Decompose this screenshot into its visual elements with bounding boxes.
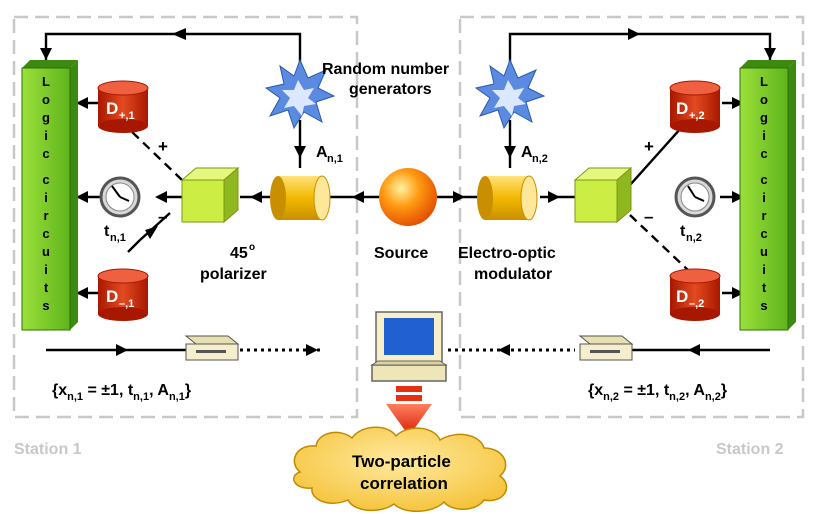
- polarizer-cube-2: [573, 166, 633, 224]
- polarizer-deg: o: [249, 242, 255, 253]
- logic-circuits-letter: u: [760, 244, 768, 259]
- svg-text:D: D: [106, 287, 118, 306]
- t-n1-label: t: [104, 223, 110, 240]
- detector-plus-1: D +,1: [97, 80, 149, 133]
- disk-drive-1: [184, 335, 240, 361]
- logic-circuits-letter: s: [42, 298, 49, 313]
- logic-circuits-letter: c: [42, 172, 49, 187]
- station-2-label: Station 2: [716, 441, 784, 458]
- logic-circuits-letter: t: [44, 280, 49, 295]
- record-1: {xn,1 = ±1, tn,1, An,1}: [52, 382, 191, 403]
- logic-circuits-letter: L: [42, 74, 50, 89]
- logic-circuits-letter: i: [44, 128, 48, 143]
- logic-circuits-letter: o: [760, 92, 768, 107]
- output-arrow: [386, 386, 432, 436]
- station-1-label: Station 1: [14, 441, 82, 458]
- logic-circuits-letter: o: [42, 92, 50, 107]
- random-generator-2: [474, 58, 546, 130]
- logic-circuits-letter: c: [42, 226, 49, 241]
- station-1-border: [12, 15, 359, 419]
- logic-circuits-letter: g: [760, 110, 768, 125]
- logic-circuits-letter: u: [42, 244, 50, 259]
- rng-label-1: Random number: [322, 61, 449, 78]
- detector-plus-2: D +,2: [669, 80, 721, 133]
- random-generator-1: [264, 58, 336, 130]
- a-n2-label: A: [521, 144, 533, 161]
- logic-circuits-letter: t: [762, 280, 767, 295]
- source-label: Source: [374, 245, 428, 262]
- detector-minus-2: D –,2: [669, 268, 721, 321]
- logic-circuits-letter: r: [761, 208, 766, 223]
- modulator-label-2: modulator: [474, 266, 552, 283]
- minus-sign-1: –: [158, 207, 167, 226]
- svg-text:–,1: –,1: [119, 298, 134, 310]
- t-n1-sub: n,1: [110, 232, 126, 244]
- plus-sign-2: +: [644, 137, 654, 156]
- a-n1-sub: n,1: [327, 153, 343, 165]
- disk-drive-2: [578, 335, 634, 361]
- logic-circuits-letter: s: [760, 298, 767, 313]
- rng-label-2: generators: [349, 81, 432, 98]
- svg-text:D: D: [106, 99, 118, 118]
- modulator-1: [270, 175, 331, 221]
- logic-circuits-letter: r: [43, 208, 48, 223]
- t-n2-label: t: [680, 223, 686, 240]
- logic-circuits-letter: c: [760, 226, 767, 241]
- svg-text:D: D: [676, 287, 688, 306]
- logic-circuits-letter: c: [760, 146, 767, 161]
- svg-text:D: D: [676, 99, 688, 118]
- computer-icon: [370, 311, 448, 382]
- station-2-border: [458, 15, 805, 419]
- logic-circuits-letter: i: [44, 262, 48, 277]
- t-n2-sub: n,2: [686, 232, 702, 244]
- correlation-label-2: correlation: [360, 474, 448, 493]
- polarizer-cube-1: [180, 166, 240, 224]
- svg-text:–,2: –,2: [689, 298, 704, 310]
- minus-sign-2: –: [644, 207, 653, 226]
- logic-circuits-letter: i: [762, 262, 766, 277]
- logic-circuits-letter: i: [762, 190, 766, 205]
- plus-sign-1: +: [158, 137, 168, 156]
- clock-icon: [674, 176, 716, 218]
- logic-circuits-letter: i: [762, 128, 766, 143]
- logic-circuits-letter: c: [760, 172, 767, 187]
- svg-text:+,2: +,2: [689, 110, 705, 122]
- a-n1-label: A: [316, 144, 328, 161]
- clock-icon: [99, 176, 141, 218]
- source-sphere: [379, 168, 437, 226]
- detector-minus-1: D –,1: [97, 268, 149, 321]
- logic-circuits-letter: c: [42, 146, 49, 161]
- plus-path-1: [129, 129, 183, 181]
- logic-circuits-letter: i: [44, 190, 48, 205]
- svg-text:+,1: +,1: [119, 110, 135, 122]
- minus-path-2: [629, 214, 691, 273]
- modulator-2: [477, 175, 538, 221]
- logic-circuits-letter: g: [42, 110, 50, 125]
- correlation-cloud: [293, 426, 508, 512]
- a-n2-sub: n,2: [532, 153, 548, 165]
- record-2: {xn,2 = ±1, tn,2, An,2}: [588, 382, 727, 403]
- polarizer-label-1: 45: [230, 245, 248, 262]
- modulator-label-1: Electro-optic: [458, 245, 556, 262]
- logic-circuits-letter: L: [760, 74, 768, 89]
- polarizer-label-2: polarizer: [200, 266, 267, 283]
- arrowheads: [40, 28, 776, 356]
- correlation-label-1: Two-particle: [352, 452, 451, 471]
